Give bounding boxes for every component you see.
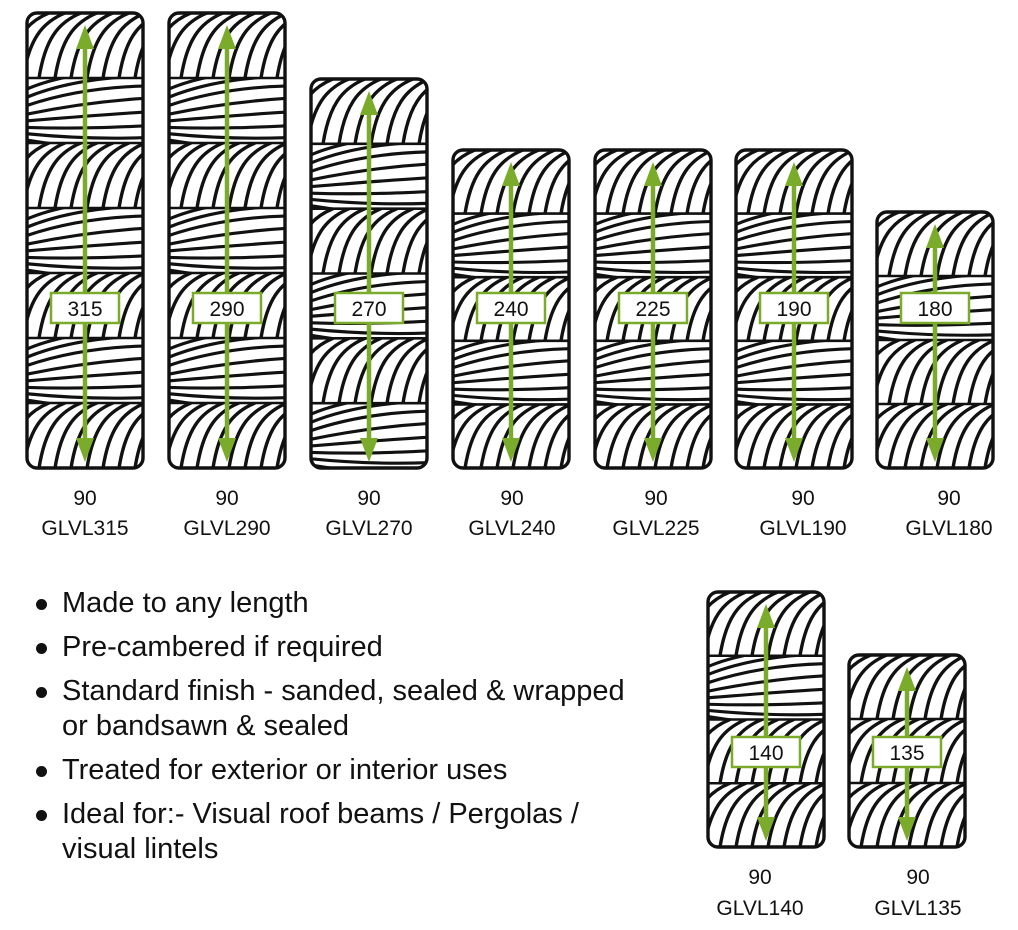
section-outline: [734, 148, 854, 470]
beam-code: GLVL180: [905, 517, 992, 540]
arrow-head-up-icon: [785, 162, 803, 186]
beam-code: GLVL190: [759, 517, 846, 540]
arrow-head-up-icon: [76, 25, 94, 49]
beam-code: GLVL135: [874, 897, 961, 920]
depth-value: 140: [748, 742, 783, 765]
arrow-head-down-icon: [644, 438, 662, 462]
section-outline: [706, 590, 826, 849]
beam-width: 90: [500, 487, 523, 510]
bullet-icon: [36, 643, 47, 654]
depth-label-box: [871, 735, 943, 769]
depth-value: 180: [917, 298, 952, 321]
depth-label-box: [730, 735, 802, 769]
section-outline: [847, 653, 967, 849]
depth-value: 135: [889, 742, 924, 765]
beam-width: 90: [644, 487, 667, 510]
feature-text: Standard finish - sanded, sealed & wrapp…: [62, 675, 625, 742]
depth-label-box: [758, 291, 830, 325]
arrow-head-up-icon: [757, 604, 775, 628]
depth-label-box: [899, 291, 971, 325]
feature-item: Ideal for:- Visual roof beams / Pergolas…: [34, 797, 654, 867]
beam-width: 90: [748, 866, 771, 889]
bullet-icon: [36, 599, 47, 610]
beam-width: 90: [73, 487, 96, 510]
beam-width: 90: [937, 487, 960, 510]
arrow-head-up-icon: [218, 25, 236, 49]
depth-label-box: [49, 291, 121, 325]
feature-item: Pre-cambered if required: [34, 630, 654, 665]
depth-label-box: [617, 291, 689, 325]
arrow-head-down-icon: [76, 438, 94, 462]
arrow-head-up-icon: [644, 162, 662, 186]
laminations: [708, 592, 824, 847]
section-outline: [167, 11, 287, 470]
arrow-head-down-icon: [898, 817, 916, 841]
depth-value: 270: [351, 298, 386, 321]
depth-value: 225: [635, 298, 670, 321]
arrow-head-down-icon: [926, 438, 944, 462]
depth-value: 240: [493, 298, 528, 321]
depth-label-box: [191, 291, 263, 325]
depth-value: 290: [209, 298, 244, 321]
laminations: [311, 79, 427, 468]
feature-text: Pre-cambered if required: [62, 631, 383, 663]
arrow-head-up-icon: [898, 667, 916, 691]
section-outline: [25, 11, 145, 470]
section-outline: [309, 77, 429, 470]
depth-label-box: [475, 291, 547, 325]
laminations: [27, 13, 143, 468]
beam-width: 90: [357, 487, 380, 510]
beam-code: GLVL315: [41, 517, 128, 540]
beam-width: 90: [791, 487, 814, 510]
feature-item: Standard finish - sanded, sealed & wrapp…: [34, 674, 654, 744]
feature-text: Treated for exterior or interior uses: [62, 754, 508, 786]
beam-width: 90: [215, 487, 238, 510]
depth-label-box: [333, 291, 405, 325]
depth-value: 315: [67, 298, 102, 321]
bullet-icon: [36, 687, 47, 698]
arrow-head-down-icon: [360, 438, 378, 462]
beam-code: GLVL270: [325, 517, 412, 540]
laminations: [169, 13, 285, 468]
section-outline: [875, 210, 995, 470]
arrow-head-down-icon: [757, 817, 775, 841]
feature-item: Treated for exterior or interior uses: [34, 753, 654, 788]
section-outline: [593, 148, 713, 470]
beam-width: 90: [906, 866, 929, 889]
arrow-head-up-icon: [502, 162, 520, 186]
beam-code: GLVL240: [468, 517, 555, 540]
feature-text: Made to any length: [62, 587, 309, 619]
feature-item: Made to any length: [34, 586, 654, 621]
beam-sections: 31590GLVL31529090GLVL29027090GLVL2702409…: [25, 11, 995, 920]
arrow-head-up-icon: [360, 91, 378, 115]
bullet-icon: [36, 766, 47, 777]
arrow-head-down-icon: [502, 438, 520, 462]
beam-code: GLVL225: [612, 517, 699, 540]
section-outline: [451, 148, 571, 470]
arrow-head-down-icon: [785, 438, 803, 462]
depth-value: 190: [776, 298, 811, 321]
arrow-head-up-icon: [926, 224, 944, 248]
arrow-head-down-icon: [218, 438, 236, 462]
bullet-icon: [36, 810, 47, 821]
beam-code: GLVL290: [183, 517, 270, 540]
beam-code: GLVL140: [716, 897, 803, 920]
feature-text: Ideal for:- Visual roof beams / Pergolas…: [62, 798, 579, 865]
